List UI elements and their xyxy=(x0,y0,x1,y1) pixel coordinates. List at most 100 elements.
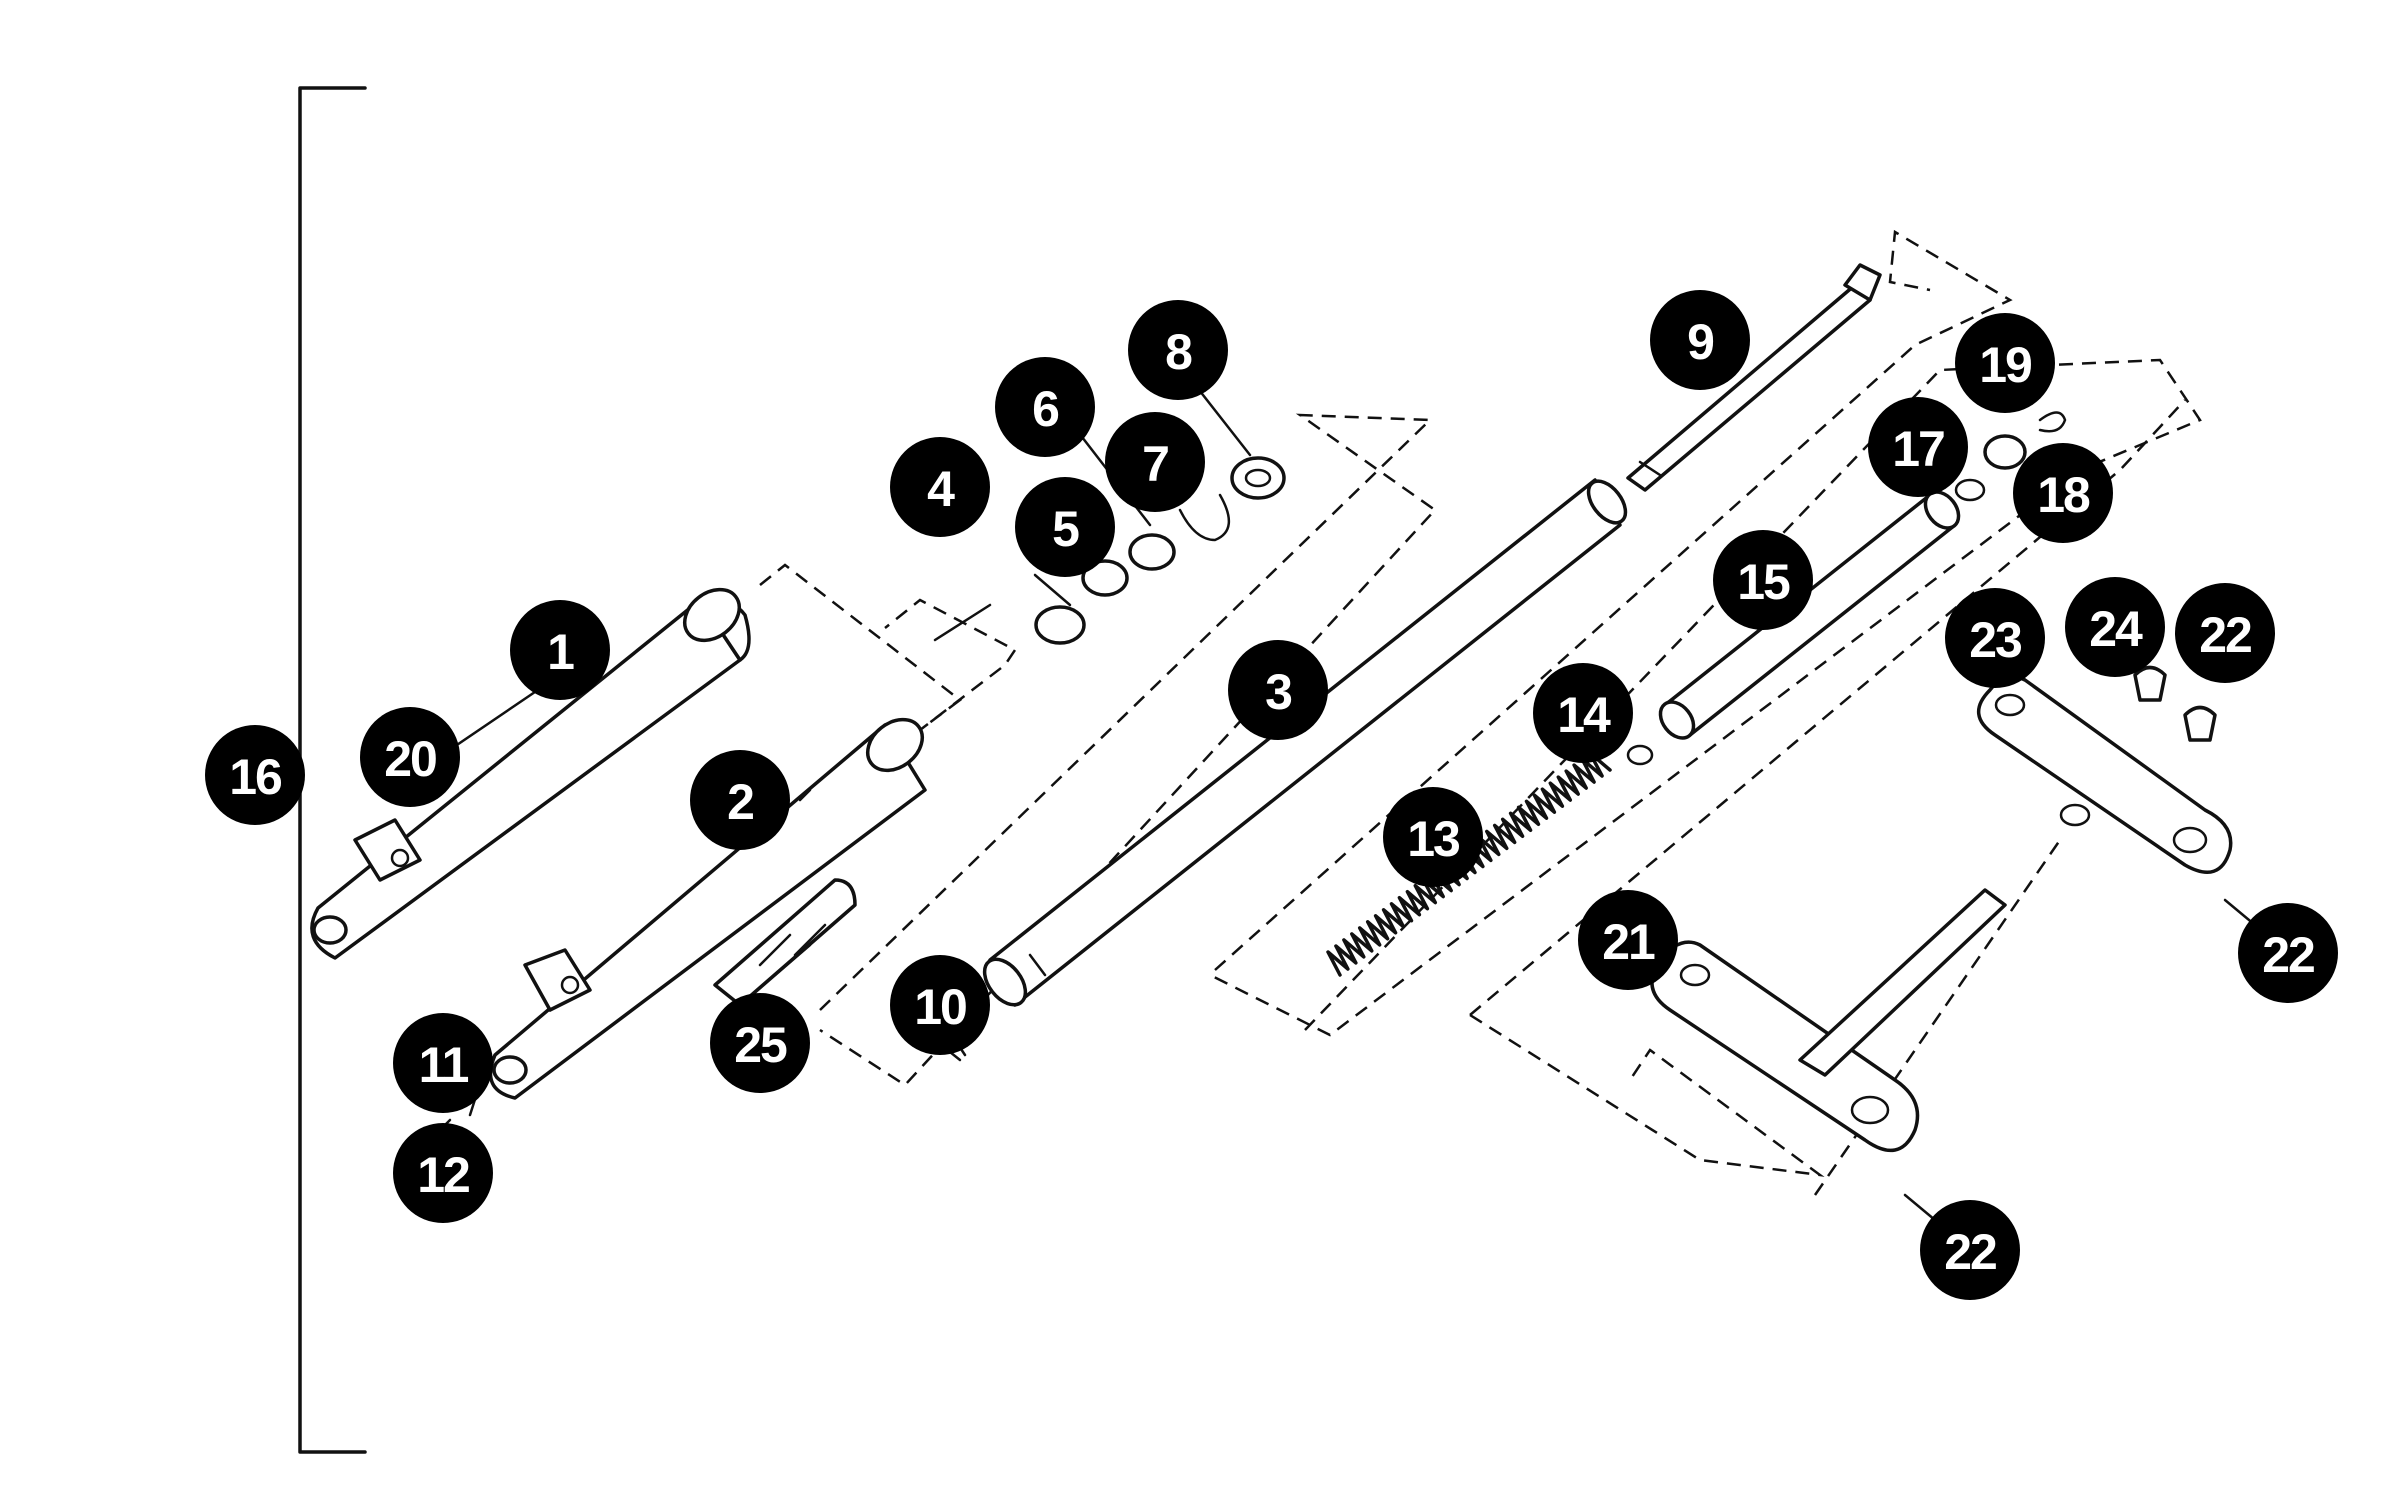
callout-badge xyxy=(2013,443,2113,543)
callout-c20: 20 xyxy=(360,707,460,807)
callout-badge xyxy=(1533,663,1633,763)
fork-slider-right xyxy=(488,717,927,1100)
seal-8 xyxy=(1230,456,1286,500)
callout-number: 20 xyxy=(384,731,436,787)
callout-c7: 7 xyxy=(1105,412,1205,512)
callout-badge xyxy=(710,993,810,1093)
callout-number: 24 xyxy=(2089,601,2143,657)
callout-c16: 16 xyxy=(205,725,305,825)
callout-c15: 15 xyxy=(1713,530,1813,630)
inner-fork-tube xyxy=(982,478,1628,1007)
callout-c17: 17 xyxy=(1868,397,1968,497)
callout-c25: 25 xyxy=(710,993,810,1093)
callout-badge xyxy=(1105,412,1205,512)
callout-badge xyxy=(690,750,790,850)
callout-number: 23 xyxy=(1969,612,2021,668)
oring-17 xyxy=(1954,478,1986,502)
callout-c22c: 22 xyxy=(1920,1200,2020,1300)
callout-badge xyxy=(995,357,1095,457)
callout-number: 13 xyxy=(1407,811,1459,867)
callout-number: 7 xyxy=(1142,436,1168,492)
callout-badge xyxy=(1955,313,2055,413)
callout-c13: 13 xyxy=(1383,787,1483,887)
callout-badge xyxy=(393,1123,493,1223)
clip-19 xyxy=(2038,411,2067,433)
callout-badge xyxy=(2065,577,2165,677)
callout-badge xyxy=(360,707,460,807)
callout-c21: 21 xyxy=(1578,890,1678,990)
callout-badge xyxy=(510,600,610,700)
callout-badge xyxy=(1228,640,1328,740)
callout-number: 19 xyxy=(1979,337,2031,393)
callout-badge xyxy=(2238,903,2338,1003)
callout-c18: 18 xyxy=(2013,443,2113,543)
callout-badge xyxy=(890,437,990,537)
callout-c14: 14 xyxy=(1533,663,1633,763)
callout-number: 15 xyxy=(1737,554,1790,610)
callout-number: 9 xyxy=(1687,314,1713,370)
callout-badge xyxy=(1713,530,1813,630)
callout-c8: 8 xyxy=(1128,300,1228,400)
callout-c22b: 22 xyxy=(2238,903,2338,1003)
callout-c12: 12 xyxy=(393,1123,493,1223)
callout-number: 16 xyxy=(229,749,281,805)
callout-badge xyxy=(1650,290,1750,390)
callout-number: 6 xyxy=(1032,381,1058,437)
callout-number: 3 xyxy=(1265,664,1291,720)
callout-number: 8 xyxy=(1165,324,1192,380)
callout-c4: 4 xyxy=(890,437,990,537)
damper-rod-9 xyxy=(1626,263,1882,492)
assembly-guides xyxy=(759,229,2202,1196)
callout-c24: 24 xyxy=(2065,577,2165,677)
callout-number: 1 xyxy=(547,624,574,680)
callout-labels: 16 1 20 2 11 12 25 10 4 5 6 7 8 3 9 19 17 18 15 14 13 21 23 24 2… xyxy=(205,290,2338,1300)
callout-badge xyxy=(1945,588,2045,688)
callout-badge xyxy=(1868,397,1968,497)
ring-5 xyxy=(1081,559,1129,597)
callout-badge xyxy=(1383,787,1483,887)
callout-number: 21 xyxy=(1602,914,1655,970)
callout-c3: 3 xyxy=(1228,640,1328,740)
upper-triple-clamp-23 xyxy=(1977,674,2233,874)
reflector-25 xyxy=(713,878,857,1007)
callout-c23: 23 xyxy=(1945,588,2045,688)
callout-c2: 2 xyxy=(690,750,790,850)
callout-c19: 19 xyxy=(1955,313,2055,413)
assembly-bracket xyxy=(298,86,367,1454)
callout-number: 25 xyxy=(734,1017,787,1073)
washer-14 xyxy=(1626,744,1654,766)
washer-6 xyxy=(1128,533,1176,571)
callout-number: 22 xyxy=(2199,607,2251,663)
clip-7 xyxy=(1178,493,1230,542)
callout-badge xyxy=(1128,300,1228,400)
fork-spring-13 xyxy=(1326,751,1612,977)
callout-badge xyxy=(1015,477,1115,577)
spacer-tube-15 xyxy=(1658,490,1961,740)
callout-badge xyxy=(393,1013,493,1113)
callout-badge xyxy=(2175,583,2275,683)
callout-c1: 1 xyxy=(510,600,610,700)
callout-c9: 9 xyxy=(1650,290,1750,390)
lower-triple-clamp-21 xyxy=(1650,888,2007,1153)
callout-c10: 10 xyxy=(890,955,990,1055)
fork-slider-left xyxy=(310,587,751,960)
callout-c11: 11 xyxy=(393,1013,493,1113)
callout-c22a: 22 xyxy=(2175,583,2275,683)
callout-number: 22 xyxy=(1944,1224,1996,1280)
seal-4 xyxy=(1034,605,1086,645)
callout-number: 14 xyxy=(1557,687,1611,743)
callout-number: 22 xyxy=(2262,927,2314,983)
cap-18 xyxy=(1983,434,2027,470)
callout-number: 4 xyxy=(927,461,955,517)
handlebar-clamp-24 xyxy=(2133,665,2217,742)
callout-number: 17 xyxy=(1892,421,1944,477)
callout-number: 5 xyxy=(1052,501,1079,557)
callout-number: 18 xyxy=(2037,467,2090,523)
callout-number: 12 xyxy=(417,1147,469,1203)
callout-badge xyxy=(1920,1200,2020,1300)
callout-c5: 5 xyxy=(1015,477,1115,577)
callout-badge xyxy=(890,955,990,1055)
callout-number: 10 xyxy=(914,979,966,1035)
callout-number: 11 xyxy=(419,1037,469,1093)
